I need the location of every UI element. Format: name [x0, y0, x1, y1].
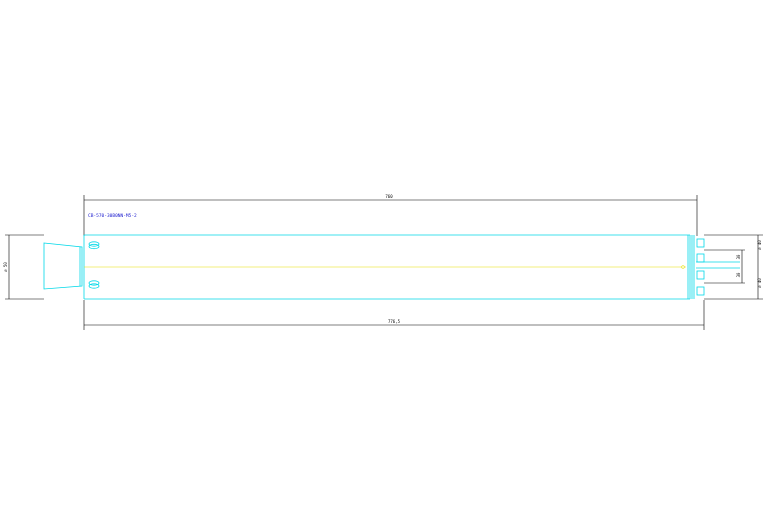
right-drive-sprockets — [696, 238, 740, 296]
left-bearings — [88, 241, 100, 289]
dimension-right-diameter-top-text: ⌀ 40 — [757, 240, 762, 250]
dimension-body-length — [83, 300, 705, 330]
dimension-overall-length-text: 760 — [385, 194, 393, 199]
centerline-end-mark — [681, 265, 685, 269]
dimension-right-diameter-bottom-text: ⌀ 40 — [757, 278, 762, 288]
dimension-left-diameter — [5, 234, 44, 300]
dimension-overall-length — [83, 195, 698, 236]
dimension-right-inner-bottom-text: 30 — [736, 272, 741, 277]
dimension-right-diameter — [704, 234, 763, 300]
right-end-plates — [687, 235, 695, 299]
dimension-body-length-text: 776,5 — [388, 319, 401, 324]
part-label: CB-570-30B0NN-M5-2 — [88, 213, 137, 219]
dimension-right-inner — [704, 249, 745, 284]
dimension-left-diameter-text: ⌀ 50 — [3, 262, 8, 272]
dimension-right-inner-top-text: 30 — [736, 254, 741, 259]
left-end-housing — [43, 242, 83, 290]
